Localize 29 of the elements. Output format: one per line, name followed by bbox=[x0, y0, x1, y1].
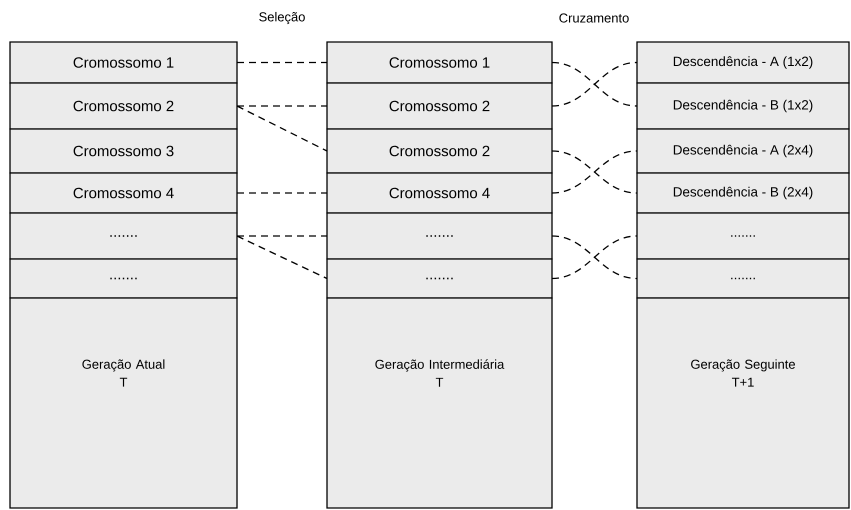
chromosome-cell: Descendência - B (2x4) bbox=[636, 172, 850, 214]
chromosome-cell: Cromossomo 1 bbox=[9, 41, 238, 84]
chromosome-cell: ....... bbox=[326, 258, 553, 299]
chromosome-cell: Cromossomo 4 bbox=[9, 172, 238, 214]
connector bbox=[237, 235, 327, 237]
chromosome-cell: Cromossomo 3 bbox=[9, 128, 238, 174]
chromosome-cell: Cromossomo 2 bbox=[326, 82, 553, 130]
chromosome-cell: Cromossomo 1 bbox=[326, 41, 553, 84]
chromosome-cell: ....... bbox=[326, 212, 553, 260]
chromosome-cell: Descendência - A (1x2) bbox=[636, 41, 850, 84]
connector bbox=[236, 105, 328, 152]
chromosome-cell: ....... bbox=[636, 258, 850, 299]
crossover-lines bbox=[552, 235, 638, 280]
chromosome-cell: Cromossomo 4 bbox=[326, 172, 553, 214]
connector bbox=[237, 192, 327, 194]
chromosome-cell: Cromossomo 2 bbox=[326, 128, 553, 174]
stage-label: Seleção bbox=[259, 12, 305, 24]
chromosome-cell: Cromossomo 2 bbox=[9, 82, 238, 130]
connector bbox=[236, 235, 328, 280]
crossover-lines bbox=[552, 62, 638, 107]
chromosome-cell: Descendência - A (2x4) bbox=[636, 128, 850, 174]
connector bbox=[237, 105, 327, 107]
chromosome-cell: ....... bbox=[9, 212, 238, 260]
stage-label: Cruzamento bbox=[559, 13, 629, 23]
crossover-lines bbox=[552, 150, 638, 194]
chromosome-cell: ....... bbox=[9, 258, 238, 299]
chromosome-cell: Descendência - B (1x2) bbox=[636, 82, 850, 130]
connector bbox=[237, 62, 327, 64]
chromosome-cell: ....... bbox=[636, 212, 850, 260]
